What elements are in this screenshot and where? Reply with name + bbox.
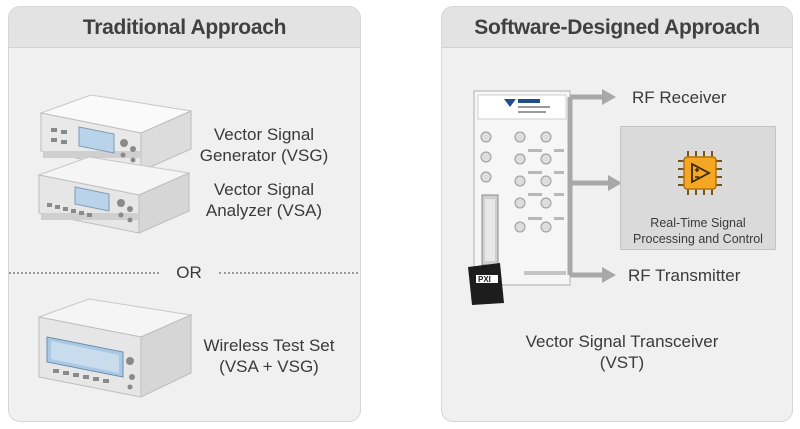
vsg-label: Vector Signal Generator (VSG) [189, 124, 339, 166]
vsa-instrument [37, 156, 191, 234]
wts-label-line1: Wireless Test Set [203, 336, 335, 355]
panel-header: Software-Designed Approach [442, 7, 792, 48]
signal-flow-arrows [567, 89, 622, 283]
vsg-label-line1: Vector Signal [213, 125, 315, 144]
panel-header: Traditional Approach [9, 7, 360, 48]
processor-chip-icon [678, 151, 722, 195]
rf-transmitter-label: RF Transmitter [628, 266, 741, 285]
rf-receiver-label: RF Receiver [632, 88, 727, 107]
wireless-test-set-image [37, 298, 193, 398]
vst-pxi-module-image: PXI [468, 90, 571, 305]
vsg-vsa-instruments-image [37, 94, 193, 234]
pxi-logo: PXI [478, 275, 491, 284]
wts-label-line2: (VSA + VSG) [219, 357, 319, 376]
vst-label-line2: (VST) [599, 353, 645, 372]
vsa-label-line1: Vector Signal [213, 180, 315, 199]
processing-label: Real-Time Signal Processing and Control [621, 215, 775, 247]
or-divider-left [9, 272, 159, 274]
wireless-test-set-label: Wireless Test Set (VSA + VSG) [189, 335, 349, 377]
panel-title: Traditional Approach [82, 16, 287, 39]
or-divider-right [219, 272, 360, 274]
vsa-label: Vector Signal Analyzer (VSA) [189, 179, 339, 221]
vsg-label-line2: Generator (VSG) [199, 146, 329, 165]
vst-label-line1: Vector Signal Transceiver [525, 332, 719, 351]
vsg-instrument [39, 94, 193, 172]
traditional-approach-panel: Traditional Approach [8, 6, 361, 422]
or-separator: OR [169, 263, 209, 283]
vsa-label-line2: Analyzer (VSA) [205, 201, 323, 220]
processing-label-line2: Processing and Control [633, 232, 763, 246]
real-time-processing-box: Real-Time Signal Processing and Control [620, 126, 776, 250]
panel-title: Software-Designed Approach [474, 16, 760, 39]
processing-label-line1: Real-Time Signal [650, 216, 746, 230]
software-designed-approach-panel: Software-Designed Approach PXI [441, 6, 793, 422]
vst-label: Vector Signal Transceiver (VST) [482, 331, 762, 373]
